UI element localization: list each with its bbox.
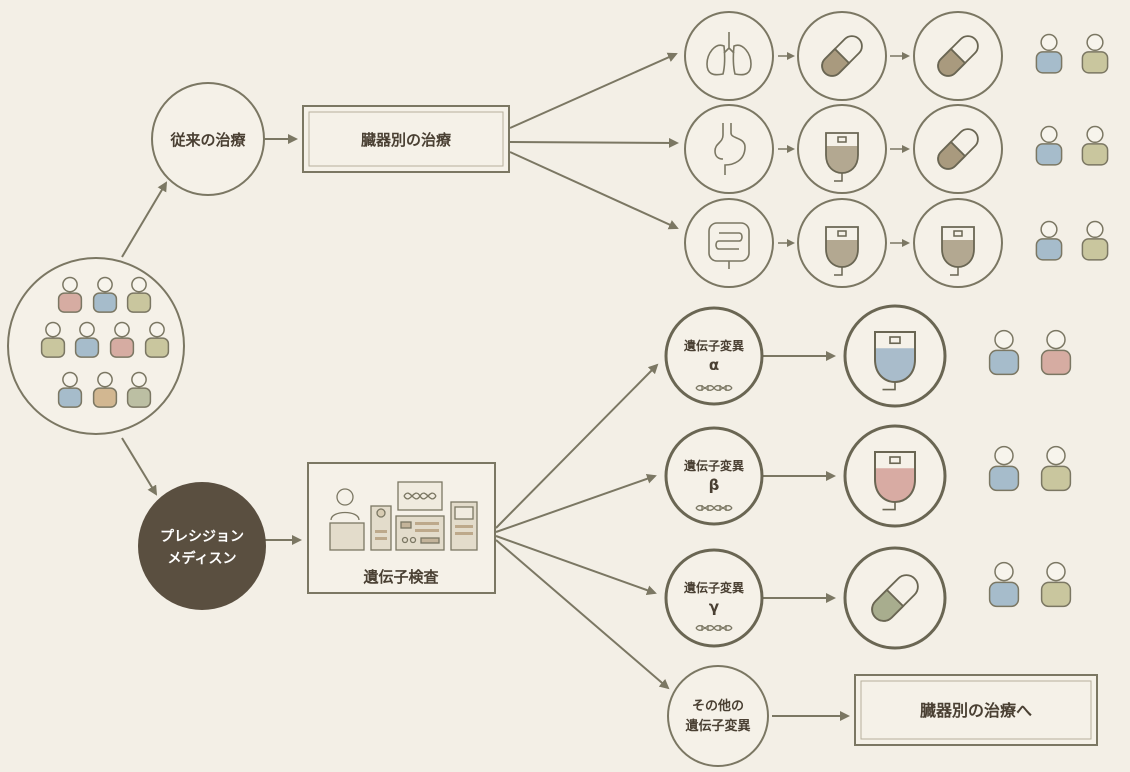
traditional-treatment-node: 従来の治療 [151,82,265,196]
person-icon [74,321,100,358]
precision-medicine-label-line1: プレシジョン [160,529,244,545]
targeted-drug-gamma [843,546,947,650]
person-icon [126,371,152,408]
to-organ-treatment-label: 臓器別の治療へ [920,701,1032,720]
person-icon [988,329,1020,376]
capsule-icon [821,35,863,77]
person-icon [40,321,66,358]
mutation-gamma-greek: γ [709,598,719,616]
targeted-drug-beta [843,424,947,528]
other-mutation-node: その他の 遺伝子変異 [667,665,769,767]
person-icon [1081,33,1109,74]
iv-drip-icon [874,331,916,391]
stomach-icon [714,123,746,175]
person-icon [57,371,83,408]
person-icon [1040,329,1072,376]
person-icon [126,276,152,313]
person-icon [57,276,83,313]
person-icon [1081,220,1109,261]
mutation-alpha-label: 遺伝子変異 [683,338,744,353]
dna-icon [695,385,733,391]
person-icon [109,321,135,358]
capsule-icon [937,35,979,77]
mutation-gamma-node: 遺伝子変異 γ [664,548,764,648]
mutation-alpha-node: 遺伝子変異 α [664,306,764,406]
iv-drip-icon [874,451,916,511]
precision-medicine-label-line2: メディスン [167,550,236,567]
intestine-icon [708,222,750,269]
precision-medicine-node: プレシジョン メディスン [138,482,266,610]
genetic-test-box: 遺伝子検査 [307,462,496,594]
doctor-icon [336,488,354,506]
genetic-test-label: 遺伝子検査 [362,568,439,586]
mutation-beta-node: 遺伝子変異 β [664,426,764,526]
targeted-drug-alpha [843,304,947,408]
lab-illustration [329,481,478,551]
iv-drip-icon [941,226,975,276]
organ-treatment-box: 臓器別の治療 [302,105,510,173]
traditional-treatment-label: 従来の治療 [169,131,246,149]
organ-row-stomach [684,104,1003,194]
mutation-beta-label: 遺伝子変異 [683,458,744,473]
organ-row-patients [1035,33,1109,261]
other-mutation-label-line1: その他の [692,698,744,714]
person-icon [1035,220,1063,261]
iv-drip-icon [825,226,859,276]
person-icon [1035,33,1063,74]
connector-arrows [121,52,910,721]
population-people [40,276,170,408]
population-node [7,257,185,435]
other-mutation-label-line2: 遺伝子変異 [684,718,750,734]
person-icon [1040,561,1072,608]
person-icon [92,371,118,408]
person-icon [144,321,170,358]
person-icon [1081,125,1109,166]
lungs-icon [706,32,752,76]
organ-row-intestine [684,198,1003,288]
person-icon [92,276,118,313]
organ-treatment-label: 臓器別の治療 [361,131,452,149]
dna-icon [695,625,733,631]
mutation-row-patients [988,329,1072,608]
iv-drip-icon [825,132,859,182]
person-icon [1035,125,1063,166]
person-icon [988,445,1020,492]
capsule-icon [937,128,979,170]
capsule-icon [871,574,919,622]
person-icon [1040,445,1072,492]
mutation-alpha-greek: α [709,356,719,374]
person-icon [988,561,1020,608]
mutation-gamma-label: 遺伝子変異 [683,580,744,595]
dna-icon [695,505,733,511]
organ-row-lungs [684,11,1003,101]
mutation-beta-greek: β [709,476,720,494]
to-organ-treatment-box: 臓器別の治療へ [854,674,1098,746]
